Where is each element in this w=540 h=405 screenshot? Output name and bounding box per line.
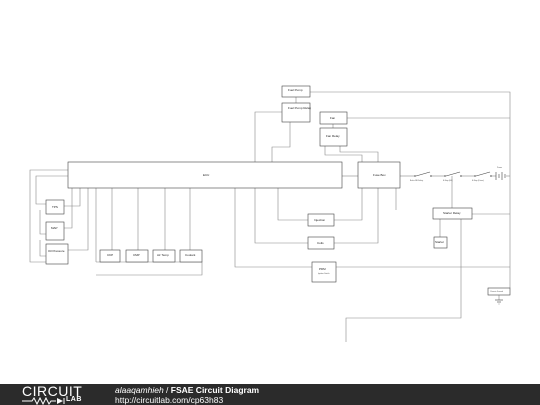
cmp-block: CMP bbox=[125, 249, 149, 263]
resistor-icon bbox=[22, 397, 65, 405]
kill-switch-label: E-Stop (Kill) bbox=[443, 179, 453, 182]
wire bbox=[254, 188, 308, 244]
wires bbox=[29, 91, 511, 342]
wire bbox=[64, 188, 73, 229]
chassis-ground-label: Chassis Ground bbox=[490, 291, 503, 293]
coils-block: Coils bbox=[307, 236, 335, 250]
author-link[interactable]: alaaqamhieh bbox=[115, 385, 164, 395]
fuel-pump-relay-block: Fuel Pump Relay bbox=[281, 102, 312, 123]
fuel-pump-relay-label: Fuel Pump Relay bbox=[288, 106, 312, 110]
circuitlab-logo[interactable]: CIRCUIT LAB bbox=[22, 383, 96, 405]
injection-block: Injection bbox=[307, 213, 335, 227]
starter-relay-block: Starter Relay bbox=[432, 207, 473, 220]
chassis-ground: Chassis Ground bbox=[487, 287, 511, 305]
tps-label: TPS bbox=[52, 205, 58, 209]
wire bbox=[339, 146, 379, 162]
air-temp-block: Air Temp bbox=[152, 249, 176, 263]
kill-switch: E-Stop (Kill) bbox=[443, 171, 463, 182]
wire bbox=[96, 261, 203, 276]
map-label: MAP bbox=[51, 226, 58, 230]
ckp-block: CKP bbox=[99, 249, 121, 263]
wire bbox=[39, 210, 46, 235]
wire bbox=[334, 188, 379, 244]
power-source-label: Power bbox=[497, 167, 502, 169]
ignition-switch-label: PDM bbox=[319, 267, 326, 271]
wire bbox=[277, 188, 308, 221]
wire bbox=[254, 111, 282, 162]
power-source: Power bbox=[495, 167, 506, 180]
air-temp-label: Air Temp bbox=[157, 253, 169, 257]
coolant-label: Coolant bbox=[185, 253, 196, 257]
tps-block: TPS bbox=[45, 199, 65, 215]
wire bbox=[29, 169, 68, 263]
fuse-box-label: Fuse Box bbox=[373, 173, 386, 177]
driver-switch: E-Stop (Driver) bbox=[472, 171, 493, 182]
footer-credit: alaaqamhieh / FSAE Circuit Diagram bbox=[115, 385, 259, 395]
diagram-url-link[interactable]: http://circuitlab.com/cp63h83 bbox=[115, 395, 224, 405]
cmp-label: CMP bbox=[133, 253, 140, 257]
ecu-block: ECU bbox=[67, 161, 343, 189]
diagram-title: FSAE Circuit Diagram bbox=[170, 385, 260, 395]
wire bbox=[345, 219, 462, 342]
injection-label: Injection bbox=[314, 218, 326, 222]
fan-relay-block: Fan Relay bbox=[319, 127, 348, 147]
coils-label: Coils bbox=[317, 241, 324, 245]
wire bbox=[234, 188, 312, 268]
driver-switch-label: E-Stop (Driver) bbox=[472, 179, 484, 182]
fan-block: Fan bbox=[319, 111, 348, 125]
map-block: MAP bbox=[45, 221, 65, 241]
oil-pressure-block: Oil Pressure bbox=[45, 243, 69, 265]
coolant-block: Coolant bbox=[179, 249, 203, 263]
wire bbox=[271, 122, 291, 162]
wire bbox=[334, 188, 363, 221]
fan-relay-label: Fan Relay bbox=[326, 134, 340, 138]
logo-circuit-text: CIRCUIT bbox=[22, 383, 83, 399]
fuse-box-block: Fuse Box bbox=[357, 161, 401, 189]
ignition-switch-block: PDM Ignition Switch bbox=[311, 261, 337, 283]
ckp-label: CKP bbox=[107, 253, 113, 257]
starter-relay-label: Starter Relay bbox=[443, 211, 461, 215]
fuel-pump-block: Fuel Pump bbox=[281, 85, 311, 98]
wire bbox=[324, 146, 363, 162]
starter-label: Starter bbox=[435, 240, 444, 244]
wire bbox=[68, 188, 89, 251]
logo-lab-text: LAB bbox=[66, 396, 82, 403]
ignition-switch-sublabel: Ignition Switch bbox=[318, 272, 330, 275]
brake-switch-label: Brake BB Safety bbox=[410, 179, 423, 182]
separator: / bbox=[163, 385, 171, 395]
oil-pressure-label: Oil Pressure bbox=[48, 249, 65, 253]
fuel-pump-label: Fuel Pump bbox=[288, 88, 303, 92]
fan-label: Fan bbox=[330, 116, 336, 120]
brake-switch: Brake BB Safety bbox=[410, 171, 433, 182]
wire bbox=[35, 175, 68, 205]
wire bbox=[64, 188, 81, 207]
ecu-label: ECU bbox=[203, 173, 209, 177]
wire bbox=[39, 240, 46, 257]
footer-bar: CIRCUIT LAB alaaqamhieh / FSAE Circuit D… bbox=[0, 383, 540, 405]
circuit-schematic: ECU Fuel Pump Fuel Pump Relay Fan Fan Re… bbox=[29, 85, 511, 342]
starter-block: Starter bbox=[433, 236, 448, 249]
